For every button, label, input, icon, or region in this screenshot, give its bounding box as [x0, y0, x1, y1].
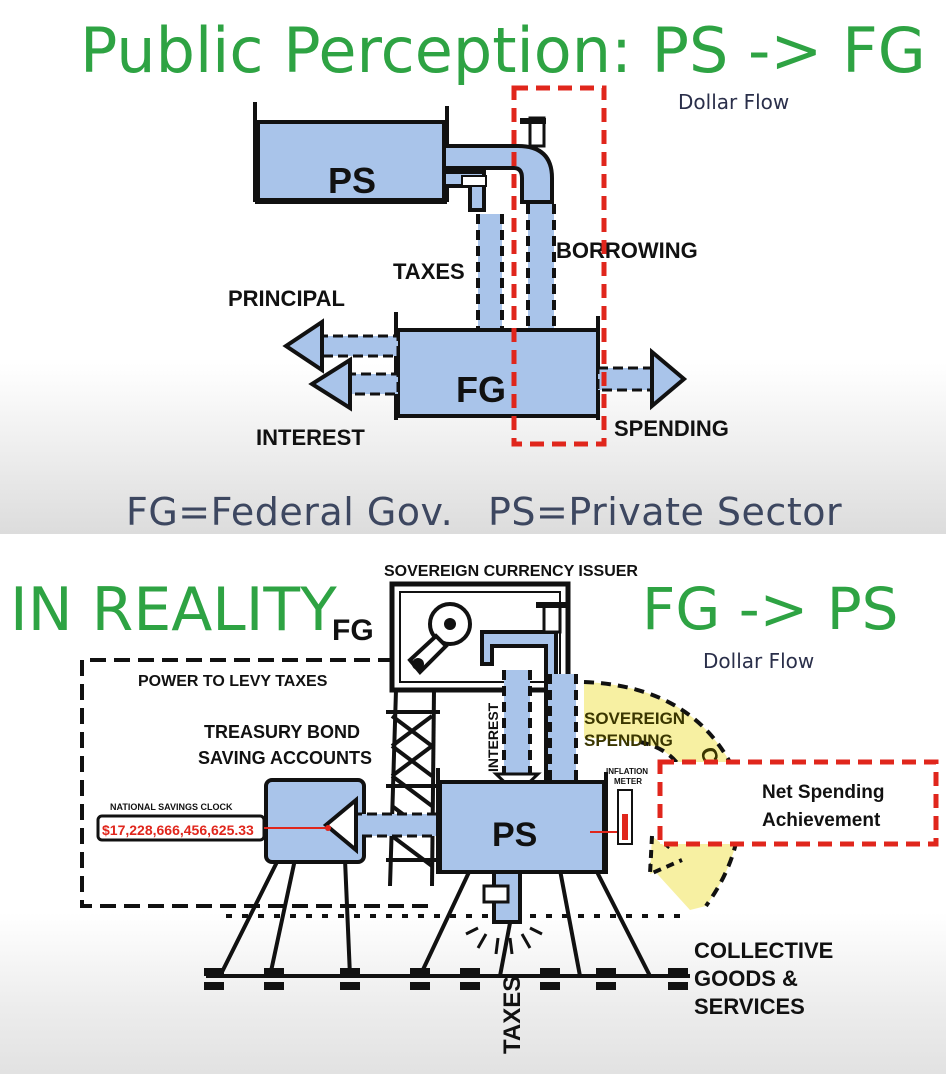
sovereign-label: SOVEREIGN [584, 709, 685, 728]
fg-to-ps-title: FG -> PS [642, 575, 899, 643]
in-reality-title: IN REALITY [10, 575, 337, 645]
power-to-levy-box [80, 658, 436, 908]
public-perception-panel: Public Perception: PS -> FG Dollar Flow … [0, 0, 946, 534]
spending-label-reality: SPENDING [584, 731, 673, 750]
ps-tank-reality-label: PS [492, 816, 537, 854]
spending-arrow [596, 347, 688, 411]
ps-tank [253, 102, 449, 204]
savings-clock-value: $17,228,666,456,625.33 [102, 822, 254, 838]
public-perception-diagram: PS TAXES BORROWING [228, 85, 729, 450]
saving-accounts-label: SAVING ACCOUNTS [198, 748, 372, 768]
taxes-tap [442, 170, 487, 212]
sovereign-issuer-label: SOVEREIGN CURRENCY ISSUER [384, 563, 638, 580]
treasury-bond-label: TREASURY BOND [204, 722, 360, 742]
ps-tank-reality [436, 768, 618, 874]
savings-clock [96, 814, 331, 842]
scaffold-feet [204, 968, 688, 990]
savings-clock-label: NATIONAL SAVINGS CLOCK [110, 802, 233, 812]
interest-arrow [308, 356, 400, 412]
fg-definition: FG=Federal Gov. [126, 490, 454, 534]
ps-definition: PS=Private Sector [488, 490, 843, 534]
principal-label: PRINCIPAL [228, 286, 345, 311]
fg-tank-label: FG [456, 369, 506, 410]
fg-tank [394, 312, 600, 420]
taxes-label: TAXES [393, 259, 465, 284]
in-reality-panel: IN REALITY FG -> PS Dollar Flow SOVEREIG… [0, 534, 946, 1074]
principal-arrow [282, 318, 400, 374]
public-perception-title: Public Perception: PS -> FG [80, 14, 926, 87]
collective-line-3: SERVICES [694, 994, 805, 1019]
spending-label: SPENDING [614, 416, 729, 441]
inflation-meter-label-1: INFLATION [606, 767, 648, 776]
taxes-drain [465, 870, 543, 955]
collective-line-1: COLLECTIVE [694, 938, 833, 963]
net-spending-line-1: Net Spending [762, 782, 884, 803]
borrowing-pipe [442, 116, 554, 204]
interest-flow [492, 670, 542, 797]
net-spending-box [657, 759, 939, 847]
in-reality-diagram: SOVEREIGN CURRENCY ISSUER FG INTEREST [80, 563, 939, 1054]
dollar-flow-label-bottom: Dollar Flow [703, 649, 815, 673]
power-to-levy-label: POWER TO LEVY TAXES [138, 673, 328, 690]
borrowing-label: BORROWING [556, 238, 698, 263]
ps-tank-label: PS [328, 160, 376, 201]
interest-label-vertical: INTEREST [485, 702, 501, 772]
interest-label: INTEREST [256, 425, 365, 450]
dollar-flow-label-top: Dollar Flow [678, 90, 790, 114]
inflation-meter [617, 789, 633, 845]
taxes-label-vertical: TAXES [499, 976, 526, 1054]
borrowing-highlight-box [511, 85, 607, 447]
fg-label: FG [332, 614, 374, 647]
net-spending-line-2: Achievement [762, 810, 881, 831]
collective-line-2: GOODS & [694, 966, 798, 991]
inflation-meter-label-2: METER [614, 777, 642, 786]
